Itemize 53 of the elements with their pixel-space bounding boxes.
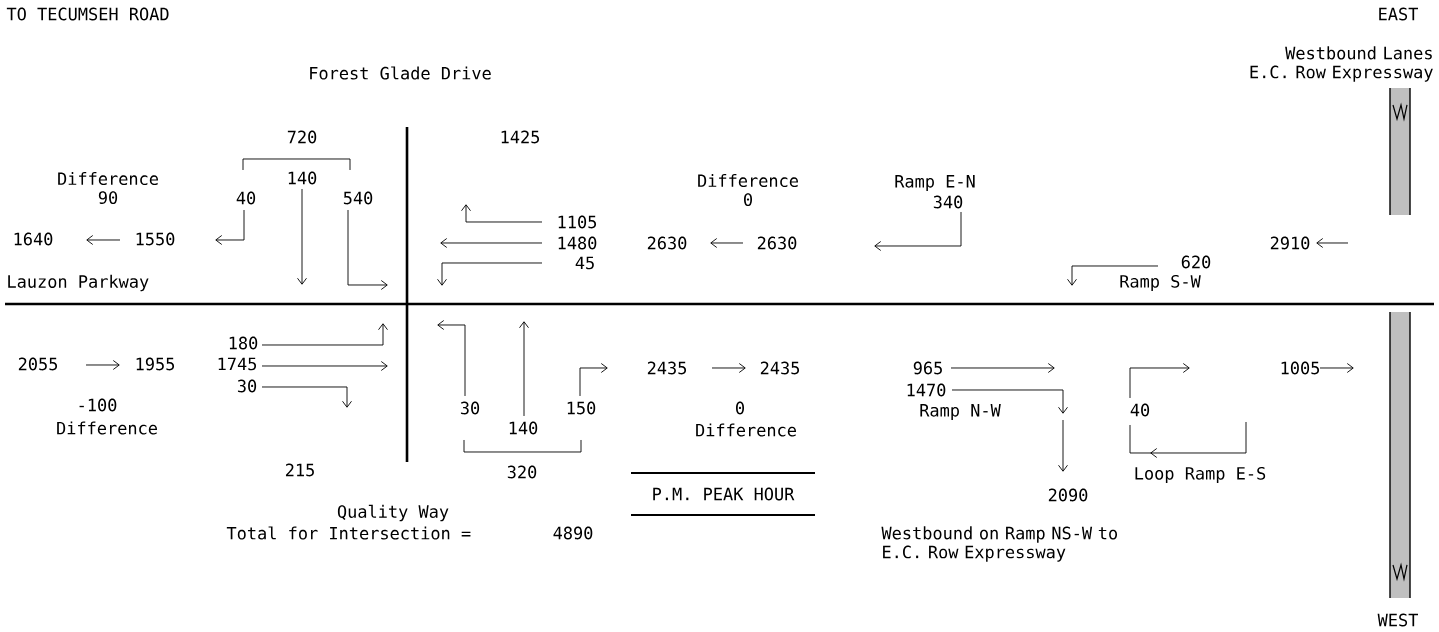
label-text: 140 xyxy=(288,171,317,185)
label-text: P.M. PEAK HOUR xyxy=(653,487,795,501)
label-text: 1470 xyxy=(907,383,946,397)
label-text: 2630 xyxy=(647,236,687,250)
label-text: 150 xyxy=(567,401,596,415)
label-text: Difference 0 xyxy=(698,173,798,206)
label-text: 340 xyxy=(933,195,963,209)
label-text: TO TECUMSEH ROAD xyxy=(6,7,169,21)
label-text: 2055 xyxy=(18,357,58,371)
label-text: EAST xyxy=(1379,7,1418,21)
label-text: 180 xyxy=(229,336,258,350)
label-text: WEST xyxy=(1377,613,1418,627)
label-text: 0 xyxy=(736,401,744,415)
label-text: 1425 xyxy=(501,130,540,144)
label-text: 965 xyxy=(913,361,942,375)
label-text: 215 xyxy=(285,463,314,477)
label-text: 620 xyxy=(1181,255,1211,269)
label-text: 1005 xyxy=(1281,361,1320,375)
label-text: Difference 90 xyxy=(58,171,158,204)
label-text: 2630 xyxy=(757,236,797,250)
label-text: 140 xyxy=(509,421,538,435)
label-text: 320 xyxy=(507,465,537,479)
label-text: Westbound on Ramp NS-W to E.C. Row Expressway xyxy=(881,526,1117,562)
label-text: 4890 xyxy=(553,526,593,540)
label-text: Westbound Lanes E.C. Row Expressway xyxy=(1250,46,1433,82)
label-text: 30 xyxy=(460,401,480,415)
label-text: 540 xyxy=(343,191,373,205)
label-text: Ramp E-N xyxy=(895,175,975,191)
label-text: -100 xyxy=(79,398,117,412)
label-text: 1550 xyxy=(136,232,175,246)
label-text: Forest Glade Drive xyxy=(310,66,491,80)
label-text: 40 xyxy=(1130,403,1150,417)
label-text: 1640 xyxy=(14,232,53,246)
label-text: Loop Ramp E-S xyxy=(1135,466,1266,484)
label-text: Ramp N-W xyxy=(920,404,1001,420)
label-text: 2090 xyxy=(1048,488,1088,502)
label-text: 40 xyxy=(236,191,256,205)
label-text: 2910 xyxy=(1270,236,1310,250)
label-text: 1745 xyxy=(218,357,257,371)
label-text: 2435 xyxy=(647,361,687,375)
label-text: Total for Intersection = xyxy=(226,526,471,540)
label-text: 1955 xyxy=(136,357,175,371)
label-text: Ramp S-W xyxy=(1120,274,1201,292)
label-text: 45 xyxy=(575,256,594,270)
label-text: 30 xyxy=(237,379,257,393)
label-text: Difference xyxy=(696,423,796,437)
label-text: 720 xyxy=(287,130,317,144)
label-text: 2435 xyxy=(760,361,800,375)
label-text: Quality Way xyxy=(337,504,449,522)
label-text: Difference xyxy=(57,421,157,435)
label-text: 1105 xyxy=(558,215,597,229)
label-text: Lauzon Parkway xyxy=(8,274,149,292)
label-text: 1480 xyxy=(558,236,597,250)
